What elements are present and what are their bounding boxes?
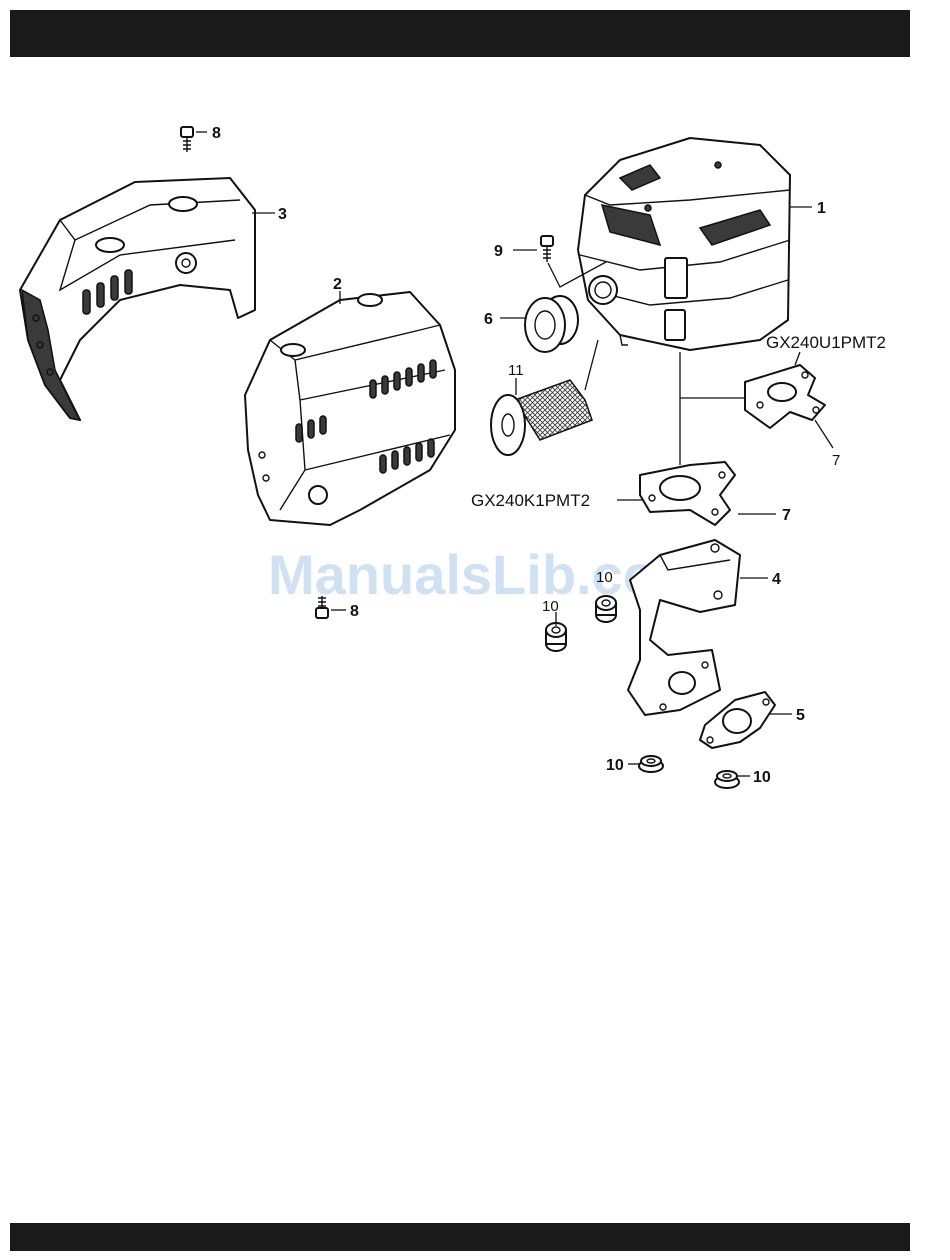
callout-bolt-bottom: 8 xyxy=(350,603,359,620)
callout-muffler: 1 xyxy=(817,200,826,217)
grommet-part xyxy=(525,296,578,352)
callout-nut-d: 10 xyxy=(753,769,771,786)
spark-arrester-part xyxy=(491,380,592,455)
callout-gasket: 5 xyxy=(796,707,805,724)
callout-spark-arrester: 11 xyxy=(508,362,524,379)
callout-muffler-stay: 4 xyxy=(772,571,781,588)
bolt-top-part xyxy=(181,127,193,152)
callout-bolt-top: 8 xyxy=(212,125,221,142)
gasket-part xyxy=(700,692,775,748)
nut-c-part xyxy=(639,756,663,772)
muffler-part xyxy=(578,138,790,350)
callout-gasket-upper-model: 7 xyxy=(832,452,840,469)
model-label-lower: GX240K1PMT2 xyxy=(471,491,590,510)
model-label-upper: GX240U1PMT2 xyxy=(766,333,886,352)
callout-muffler-cover: 3 xyxy=(278,206,287,223)
screw-part xyxy=(541,236,553,262)
callout-nut-a: 10 xyxy=(542,598,559,615)
gasket-lower-model-part xyxy=(640,462,735,525)
gasket-upper-model-part xyxy=(745,365,825,428)
callout-muffler-protector: 2 xyxy=(333,276,342,293)
callout-gasket-lower-model: 7 xyxy=(782,507,791,524)
callout-screw: 9 xyxy=(494,243,503,260)
callout-nut-b: 10 xyxy=(596,569,613,586)
muffler-protector-part xyxy=(245,292,455,525)
nut-a-part xyxy=(546,623,566,651)
muffler-cover-part xyxy=(20,178,255,420)
callout-nut-c: 10 xyxy=(606,757,624,774)
callout-grommet: 6 xyxy=(484,311,493,328)
nut-d-part xyxy=(715,771,739,788)
nut-b-part xyxy=(596,596,616,622)
